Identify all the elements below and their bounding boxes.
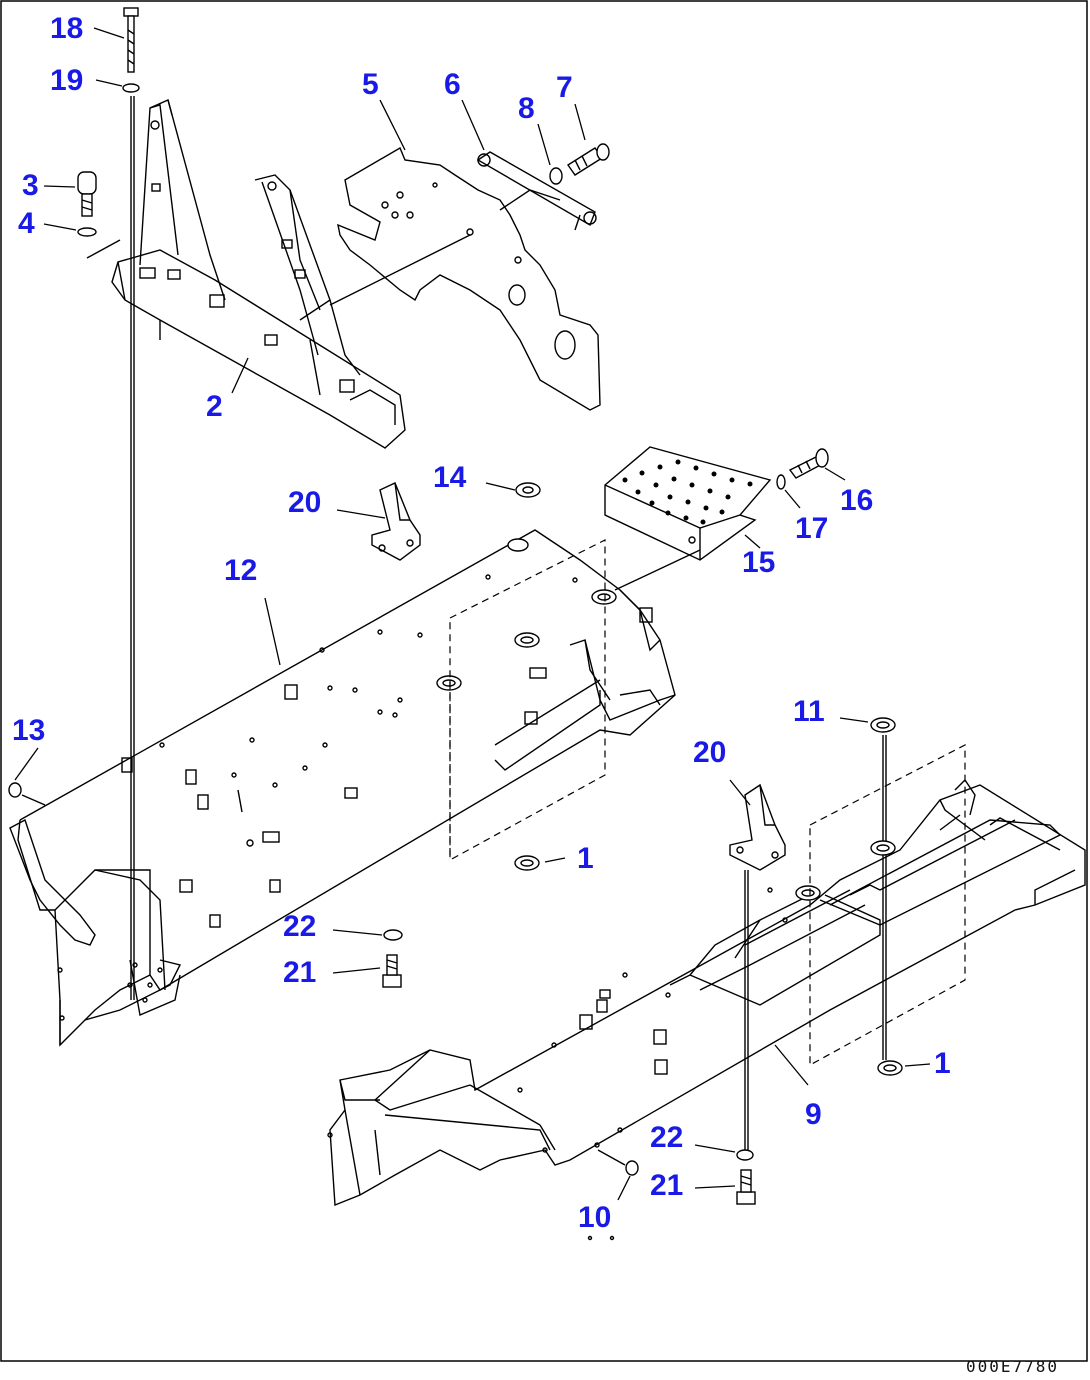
bolt-7-washer-8	[537, 103, 610, 185]
main-frame-part-12	[8, 529, 676, 1047]
washer-part-14	[485, 482, 541, 498]
callout-1-right: 1	[934, 1047, 951, 1080]
part-10	[587, 1149, 639, 1241]
bolt-18-assembly	[122, 7, 140, 1000]
callout-21-right: 21	[650, 1169, 683, 1202]
bolt-21-washer-22-left	[332, 929, 403, 988]
callout-5: 5	[362, 68, 379, 101]
callout-13: 13	[12, 714, 45, 747]
callout-14: 14	[433, 461, 467, 494]
drawing-reference-number: 000E7780	[966, 1357, 1059, 1376]
callout-7: 7	[556, 71, 573, 104]
callout-2: 2	[206, 390, 223, 423]
callout-9: 9	[805, 1098, 822, 1131]
rod-part-6	[461, 99, 597, 231]
main-frame-part-9	[327, 744, 1086, 1207]
callout-16: 16	[840, 484, 873, 517]
callout-8: 8	[518, 92, 535, 125]
callout-18: 18	[50, 12, 83, 45]
bracket-part-20-upper	[336, 482, 421, 561]
bolt-16-washer-17	[776, 448, 846, 509]
callout-10: 10	[578, 1201, 611, 1234]
callout-12: 12	[224, 554, 257, 587]
washer-part-1-middle	[514, 855, 566, 871]
callout-21-left: 21	[283, 956, 316, 989]
front-frame-part-2	[111, 99, 471, 449]
panel-part-5	[337, 99, 601, 411]
callout-22-left: 22	[283, 910, 316, 943]
callout-1-middle: 1	[577, 842, 594, 875]
callout-3: 3	[22, 169, 39, 202]
bracket-part-20-lower	[729, 779, 786, 1155]
callout-20-upper: 20	[288, 486, 321, 519]
bolt-21-washer-22-right	[694, 1144, 756, 1205]
washer-part-11	[839, 717, 896, 1060]
callout-22-right: 22	[650, 1121, 683, 1154]
callout-15: 15	[742, 546, 775, 579]
callout-20-lower: 20	[693, 736, 726, 769]
bolt-3-washer-4	[77, 171, 121, 259]
callout-11: 11	[793, 695, 825, 728]
callout-17: 17	[795, 512, 828, 545]
callout-4: 4	[18, 207, 35, 240]
callout-6: 6	[444, 68, 461, 101]
callout-19: 19	[50, 64, 83, 97]
step-part-15	[604, 446, 772, 591]
